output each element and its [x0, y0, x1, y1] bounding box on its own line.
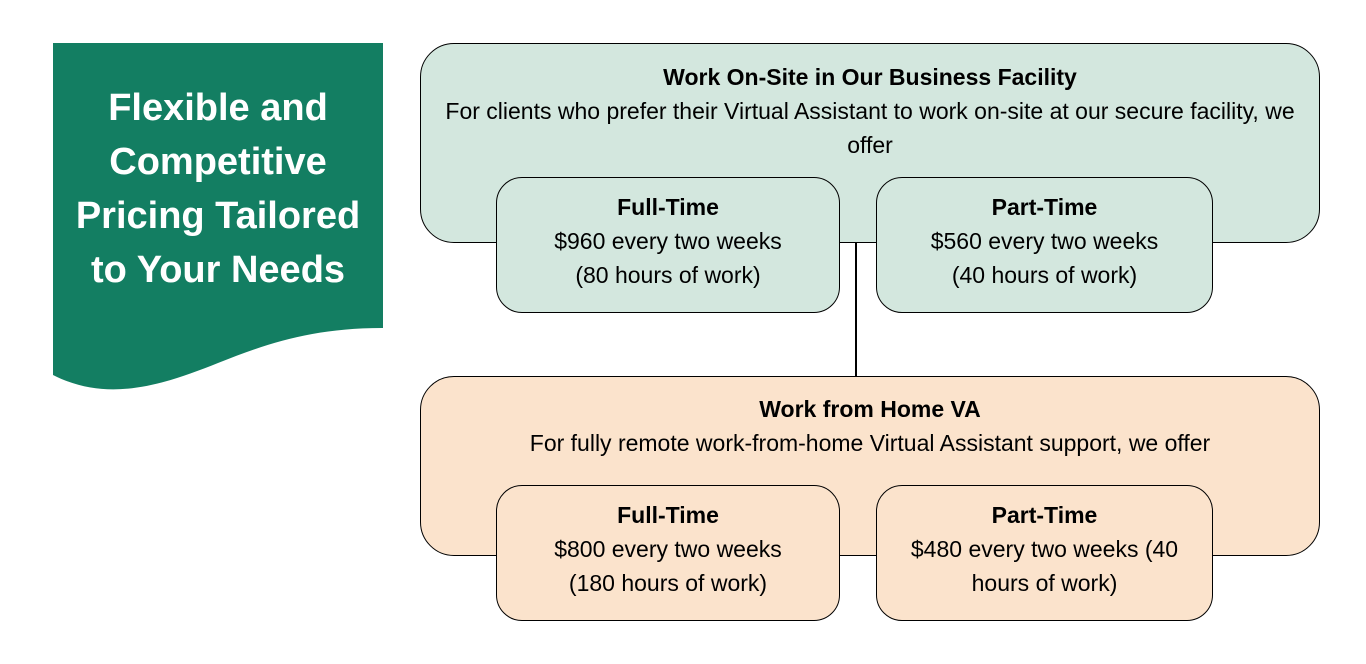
card-title: Full-Time — [617, 502, 719, 528]
card-price: $960 every two weeks — [554, 228, 782, 254]
banner-shape — [53, 43, 383, 390]
card-hours: (80 hours of work) — [575, 262, 761, 288]
pricing-banner: Flexible and Competitive Pricing Tailore… — [53, 43, 383, 395]
onsite-title: Work On-Site in Our Business Facility — [663, 64, 1077, 90]
onsite-full-time-card: Full-Time $960 every two weeks (80 hours… — [496, 177, 840, 313]
card-text: $480 every two weeks (40 hours of work) — [910, 536, 1179, 596]
remote-part-time-card: Part-Time $480 every two weeks (40 hours… — [876, 485, 1213, 621]
onsite-description: For clients who prefer their Virtual Ass… — [445, 98, 1295, 158]
card-hours: (180 hours of work) — [568, 570, 768, 596]
remote-full-time-card: Full-Time $800 every two weeks (180 hour… — [496, 485, 840, 621]
card-title: Full-Time — [617, 194, 719, 220]
card-title: Part-Time — [991, 502, 1098, 528]
remote-description: For fully remote work-from-home Virtual … — [529, 430, 1211, 456]
banner-title: Flexible and Competitive Pricing Tailore… — [75, 87, 361, 291]
card-price: $560 every two weeks — [930, 228, 1159, 254]
card-hours: (40 hours of work) — [951, 262, 1138, 288]
remote-title: Work from Home VA — [759, 396, 981, 422]
connector-line — [855, 243, 857, 378]
onsite-part-time-card: Part-Time $560 every two weeks (40 hours… — [876, 177, 1213, 313]
card-price: $800 every two weeks — [554, 536, 782, 562]
card-title: Part-Time — [991, 194, 1098, 220]
